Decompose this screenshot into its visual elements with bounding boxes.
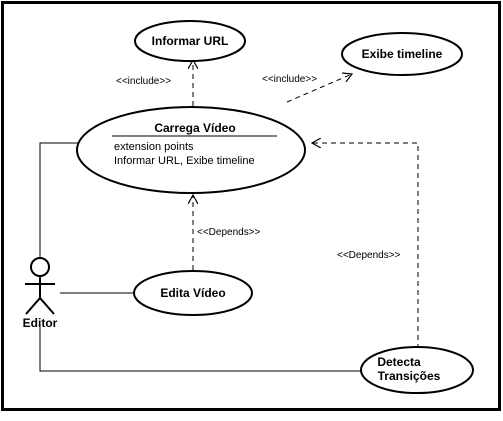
use-case-informar-url-label: Informar URL (152, 34, 229, 48)
association-editor-carrega (39, 142, 80, 258)
use-case-carrega-video[interactable]: Carrega Vídeo extension points Informar … (76, 106, 306, 194)
use-case-detecta-line1: Detecta (377, 355, 421, 369)
use-case-carrega-video-title: Carrega Vídeo (154, 121, 235, 135)
actor-left-leg (25, 297, 41, 315)
extension-points-heading: extension points (114, 141, 194, 153)
depends-label-edita: <<Depends>> (197, 227, 261, 238)
depends-label-detecta: <<Depends>> (337, 250, 401, 261)
use-case-exibe-timeline[interactable]: Exibe timeline (341, 32, 463, 76)
include-label-informar: <<include>> (116, 76, 171, 87)
actor-right-leg (39, 297, 55, 315)
use-case-exibe-timeline-label: Exibe timeline (362, 47, 443, 61)
use-case-detecta-line2: Transições (378, 369, 441, 383)
actor-label: Editor (23, 316, 58, 330)
use-case-edita-video-label: Edita Vídeo (160, 286, 225, 300)
use-case-edita-video[interactable]: Edita Vídeo (133, 270, 253, 316)
include-label-exibe: <<include>> (262, 74, 317, 85)
actor-head (30, 257, 50, 277)
association-editor-detecta (39, 325, 362, 372)
include-arrow-exibe (286, 74, 352, 103)
use-case-detecta-transicoes[interactable]: Detecta Transições (360, 346, 474, 394)
extension-points-list: Informar URL, Exibe timeline (114, 155, 255, 167)
actor-editor[interactable]: Editor (23, 257, 58, 330)
use-case-informar-url[interactable]: Informar URL (134, 20, 246, 62)
